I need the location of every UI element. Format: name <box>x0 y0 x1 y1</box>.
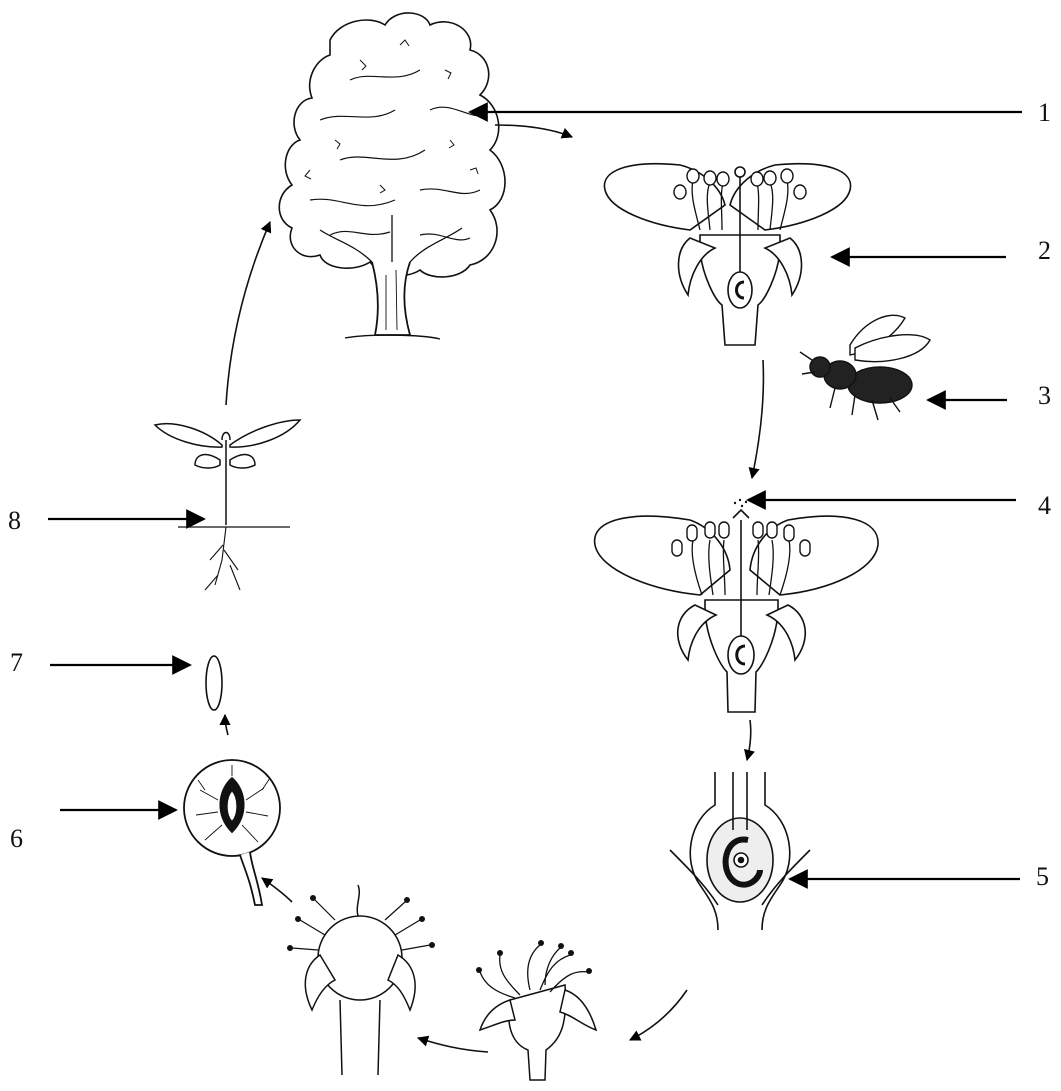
mature-tree-icon <box>279 13 505 339</box>
stage-label-8: 8 <box>8 508 21 534</box>
pollinated-flower-icon <box>595 499 879 712</box>
fruit-with-seed-icon <box>184 760 280 905</box>
developing-fruit-icon <box>287 885 435 1075</box>
wilting-flower-icon <box>476 940 596 1080</box>
stage-label-3: 3 <box>1038 383 1051 409</box>
stage-label-2: 2 <box>1038 238 1051 264</box>
arrow-tree-to-flower <box>495 125 572 137</box>
label-pointers <box>48 112 1022 879</box>
stage-label-6: 6 <box>10 826 23 852</box>
arrow-seedling-to-tree <box>226 222 270 405</box>
arrow-wilting-to-fruit <box>418 1038 488 1052</box>
arrow-pollinated-to-ovary <box>747 720 751 760</box>
fertilized-ovary-icon <box>670 772 810 930</box>
seed-icon <box>206 656 222 710</box>
flower-cross-section-icon <box>604 164 850 345</box>
stage-label-7: 7 <box>10 650 23 676</box>
seedling-icon <box>155 420 300 590</box>
arrow-ovary-to-wilting <box>630 990 687 1040</box>
bee-icon <box>800 315 930 420</box>
stage-label-4: 4 <box>1038 493 1051 519</box>
arrow-fruit-to-fruit6 <box>262 878 292 902</box>
arrow-flower-to-pollinated <box>752 360 763 478</box>
stage-label-5: 5 <box>1036 864 1049 890</box>
stage-label-1: 1 <box>1038 100 1051 126</box>
arrow-fruit6-to-seed <box>225 715 228 735</box>
